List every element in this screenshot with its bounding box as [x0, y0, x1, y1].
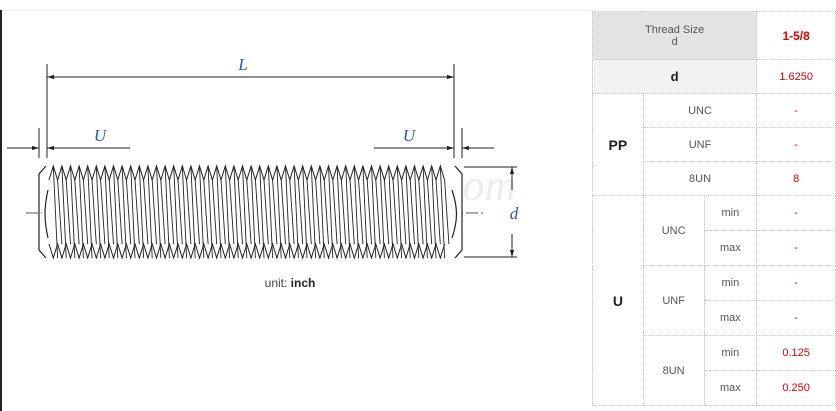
u-8un-min-value: 0.125	[756, 335, 836, 371]
u-label: U	[592, 195, 644, 406]
d-value: 1.6250	[756, 59, 836, 94]
pp-8un-value: 8	[756, 161, 836, 196]
u-row: max -	[593, 230, 836, 266]
u-row: max -	[593, 300, 836, 336]
threaded-rod-drawing: .com L U U d	[7, 55, 519, 260]
u-unc-min-label: min	[703, 195, 758, 231]
u-unf-label: UNF	[642, 265, 705, 336]
thread-size-value: 1-5/8	[756, 11, 836, 60]
thread-crest-bottom	[48, 242, 446, 260]
pp-unc-label: UNC	[642, 93, 758, 128]
u-unf-min-label: min	[703, 265, 758, 301]
header-row: Thread Size d 1-5/8	[591, 11, 836, 60]
length-label: L	[237, 55, 247, 74]
thread-size-header: Thread Size d	[591, 11, 758, 60]
pp-8un-label: 8UN	[642, 161, 758, 196]
pp-label: PP	[592, 93, 644, 196]
thread-size-label: Thread Size	[644, 23, 705, 36]
u-unf-min-value: -	[756, 265, 836, 301]
threaded-rod	[38, 164, 463, 260]
diameter-label: d	[510, 204, 519, 223]
thread-profile	[48, 164, 450, 260]
u-8un-max-label: max	[703, 370, 758, 406]
u-row: max 0.250	[593, 370, 836, 406]
u-row: UNF min -	[593, 265, 836, 336]
u-right-label: U	[403, 126, 417, 145]
chamfer-left	[38, 165, 47, 259]
pp-row: PP UNC -	[592, 93, 836, 196]
u-unf-max-label: max	[703, 300, 758, 336]
thread-end-left	[44, 189, 49, 239]
u-8un-label: 8UN	[642, 335, 705, 406]
d-label: d	[591, 59, 758, 94]
unit-caption-prefix: unit:	[264, 276, 291, 290]
u-left-label: U	[94, 126, 108, 145]
left-border	[0, 10, 2, 411]
u-unc-min-value: -	[756, 195, 836, 231]
pp-unc-value: -	[756, 93, 836, 128]
u-row: 8UN min 0.125	[593, 335, 836, 406]
u-unf-max-value: -	[756, 300, 836, 336]
thread-spec-table: Thread Size d 1-5/8 d 1.6250 PP UNC - UN…	[591, 11, 836, 406]
thread-flanks	[52, 165, 450, 259]
u-row: U UNC min -	[592, 195, 836, 406]
d-row: d 1.6250	[591, 59, 836, 94]
u-unc-max-label: max	[703, 230, 758, 266]
top-rule	[2, 10, 590, 11]
chamfer-right	[454, 165, 463, 259]
thread-end-right	[451, 189, 458, 239]
u-8un-min-label: min	[703, 335, 758, 371]
pp-unf-label: UNF	[642, 127, 758, 162]
u-8un-max-value: 0.250	[756, 370, 836, 406]
u-unc-max-value: -	[756, 230, 836, 266]
unit-value: inch	[290, 276, 316, 290]
u-unc-label: UNC	[642, 195, 705, 266]
thread-size-symbol: d	[671, 35, 678, 48]
unit-caption: unit: inch	[230, 276, 350, 290]
pp-unf-value: -	[756, 127, 836, 162]
